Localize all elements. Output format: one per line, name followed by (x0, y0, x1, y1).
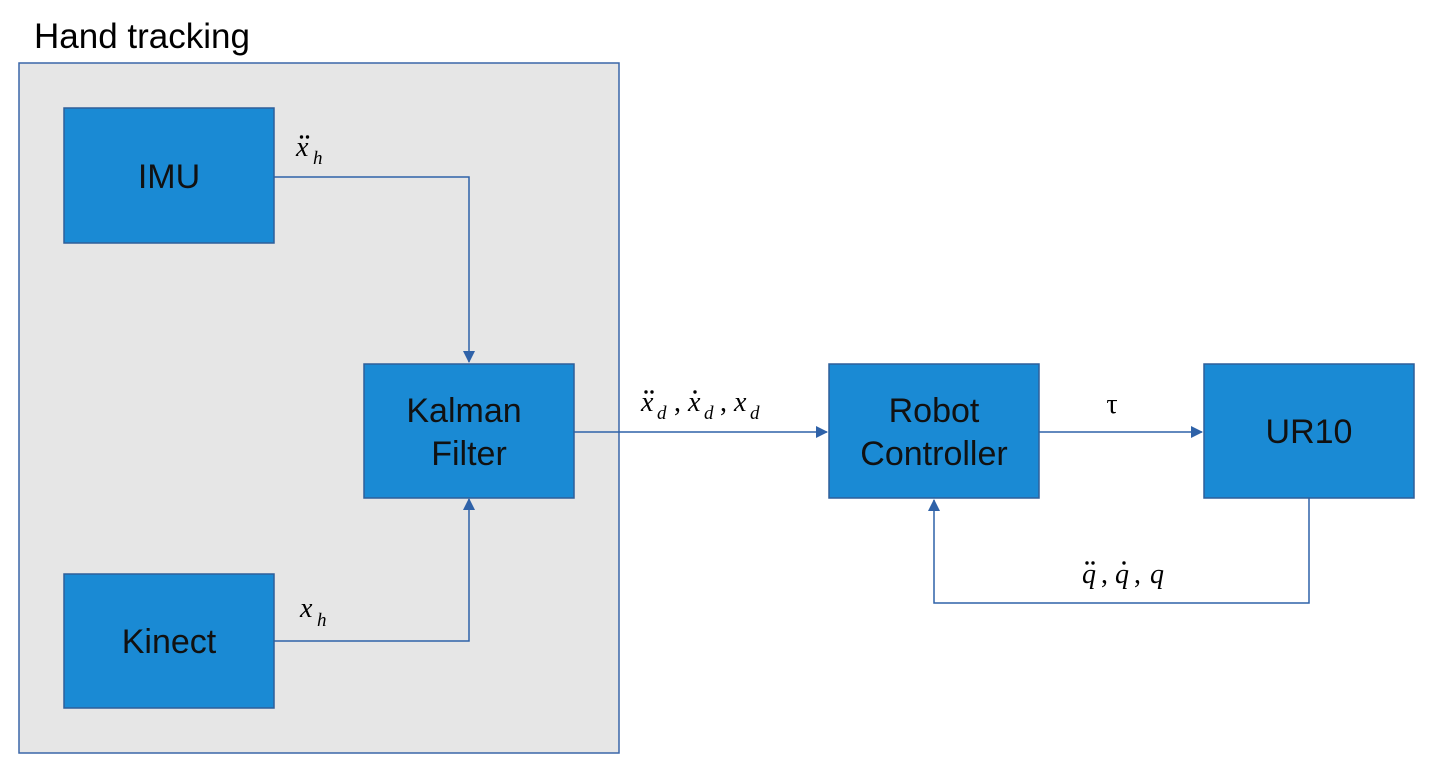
kinect-signal-sub: h (317, 610, 327, 631)
imu-label: IMU (138, 158, 200, 196)
kalman-sep1: , (674, 387, 681, 418)
feedback-term2-dot (1122, 561, 1126, 565)
kalman-filter-block: Kalman Filter (363, 363, 575, 499)
feedback-sep1: , (1101, 559, 1108, 590)
arrow-kinect-to-kalman (274, 498, 475, 642)
feedback-term1-dot-right (1091, 561, 1095, 565)
feedback-term3-base: q (1150, 559, 1164, 590)
feedback-term2-base: q (1115, 559, 1129, 590)
kalman-label-line1: Kalman (406, 392, 521, 430)
feedback-term1-base: q (1082, 559, 1096, 590)
kalman-term1-base: x (640, 387, 654, 418)
controller-label-line1: Robot (889, 392, 980, 430)
signal-kinect-position: x h (299, 593, 327, 631)
feedback-term1-dot-left (1085, 561, 1089, 565)
ur10-label: UR10 (1266, 413, 1353, 451)
kalman-sep2: , (720, 387, 727, 418)
kalman-term1-dot-left (644, 390, 648, 394)
kalman-term1-dot-right (650, 390, 654, 394)
arrow-feedback-ur10-to-controller (928, 498, 1310, 604)
kalman-term1-sub: d (657, 403, 667, 424)
kalman-term3-sub: d (750, 403, 760, 424)
imu-signal-dot-left (299, 135, 304, 139)
feedback-sep2: , (1134, 559, 1141, 590)
kinect-label: Kinect (122, 623, 217, 661)
hand-tracking-label: Hand tracking (34, 17, 250, 56)
kinect-signal-base: x (299, 593, 313, 624)
signal-imu-acceleration: x h (295, 132, 323, 169)
ur10-block: UR10 (1203, 363, 1415, 499)
kinect-block: Kinect (63, 573, 275, 709)
signal-kalman-output: x d , x d , x d (640, 387, 760, 424)
signal-feedback: q , q , q (1082, 559, 1164, 590)
imu-signal-base: x (295, 132, 309, 163)
imu-signal-dot-right (305, 135, 310, 139)
imu-signal-sub: h (313, 148, 323, 169)
signal-torque: τ (1106, 389, 1117, 420)
imu-block: IMU (63, 107, 275, 244)
kalman-label-line2: Filter (431, 435, 507, 473)
kalman-term2-dot (693, 390, 697, 394)
robot-controller-block: Robot Controller (828, 363, 1040, 499)
kalman-term2-base: x (687, 387, 701, 418)
kalman-term3-base: x (733, 387, 747, 418)
kalman-term2-sub: d (704, 403, 714, 424)
arrow-imu-to-kalman (274, 176, 475, 363)
controller-label-line2: Controller (860, 435, 1007, 473)
